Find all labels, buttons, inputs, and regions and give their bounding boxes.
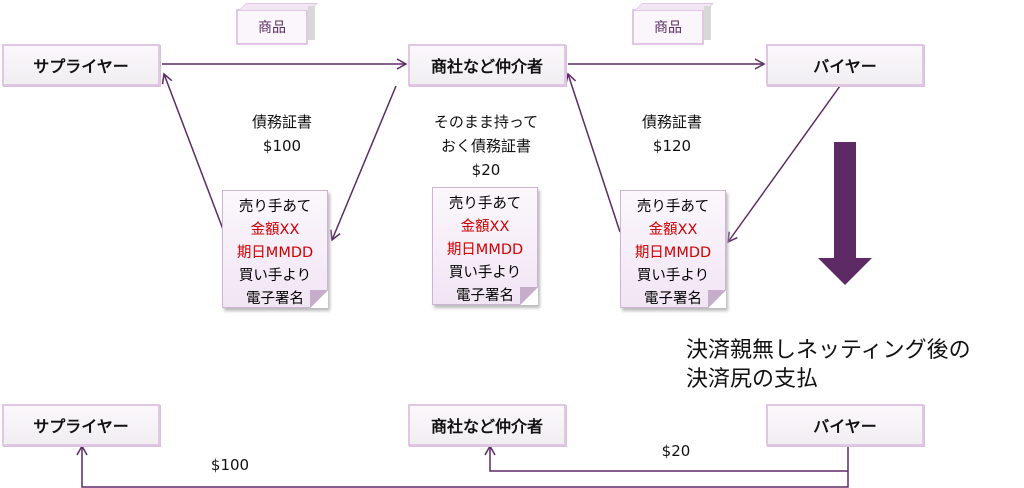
buyer-box: バイヤー <box>766 44 924 86</box>
payment-label-20: $20 <box>661 442 691 460</box>
bond-label-2: そのまま持っておく債務証書$20 <box>433 113 539 179</box>
payment-label-100: $100 <box>210 456 250 474</box>
down-arrow <box>818 142 872 285</box>
bottom-broker-box: 商社など仲介者 <box>408 404 566 446</box>
supplier-box: サプライヤー <box>2 44 160 86</box>
product-box-1: 商品 <box>236 6 315 45</box>
bond-label-3: 債務証書$120 <box>641 113 702 155</box>
bottom-supplier-box: サプライヤー <box>2 404 160 446</box>
product-box-2: 商品 <box>632 6 711 45</box>
broker-box: 商社など仲介者 <box>408 44 566 86</box>
bond-label-1: 債務証書$100 <box>251 113 312 155</box>
bottom-buyer-box: バイヤー <box>766 404 924 446</box>
netting-heading: 決済親無しネッティング後の決済尻の支払 <box>686 338 971 392</box>
